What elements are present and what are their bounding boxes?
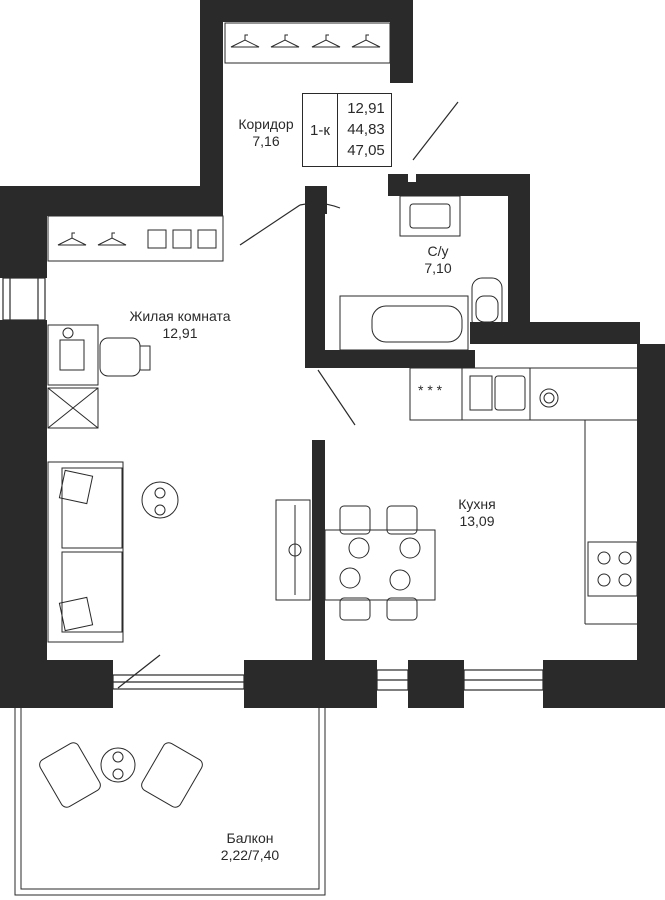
wardrobe	[224, 22, 391, 64]
total-area-with-balcony-value: 47,05	[347, 142, 385, 159]
door-living	[239, 204, 301, 246]
doors	[117, 101, 459, 689]
room-area: 12,91	[162, 325, 198, 341]
door-balcony	[117, 654, 161, 689]
wall-details	[408, 174, 619, 356]
living-area-value: 12,91	[347, 100, 385, 117]
windows	[2, 277, 544, 691]
room-name: С/у	[427, 243, 449, 259]
room-area: 13,09	[459, 513, 495, 529]
room-area: 7,10	[424, 260, 452, 276]
balcony	[14, 708, 326, 896]
room-name: Балкон	[226, 830, 274, 846]
door-bath	[412, 101, 459, 161]
bathroom-fixtures	[339, 195, 503, 351]
svg-text:* * *: * * *	[418, 382, 443, 398]
room-name: Коридор	[238, 116, 294, 132]
door-living-arc	[299, 202, 341, 209]
apartment-info-box: 1-к 12,91 44,83 47,05	[302, 93, 392, 167]
kitchen-furniture: * * *	[324, 367, 639, 625]
door-kitchen	[317, 369, 356, 426]
room-name: Кухня	[458, 496, 496, 512]
room-area: 7,16	[252, 133, 280, 149]
room-label-living: Жилая комната 12,91	[118, 308, 242, 342]
room-label-kitchen: Кухня 13,09	[442, 496, 512, 530]
room-label-corridor: Коридор 7,16	[232, 116, 300, 150]
living-furniture	[47, 215, 311, 643]
room-name: Жилая комната	[129, 308, 231, 324]
total-area-value: 44,83	[347, 121, 385, 138]
apartment-type: 1-к	[303, 94, 338, 166]
apartment-areas: 12,91 44,83 47,05	[341, 98, 391, 161]
room-label-balcony: Балкон 2,22/7,40	[210, 830, 290, 864]
room-area: 2,22/7,40	[220, 847, 280, 863]
window-left	[2, 277, 46, 321]
room-label-bathroom: С/у 7,10	[410, 243, 466, 277]
walls	[0, 0, 665, 708]
